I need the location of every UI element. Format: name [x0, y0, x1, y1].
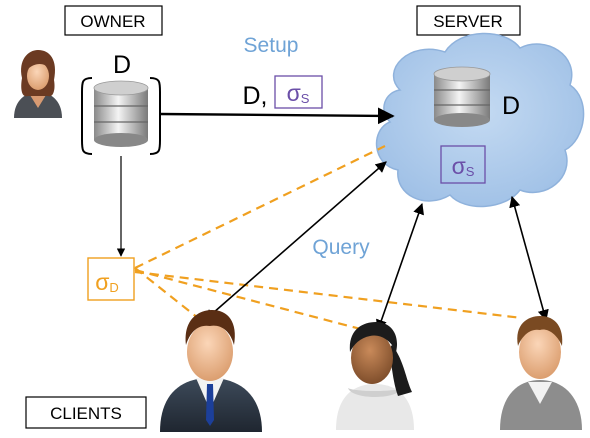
server-database: D: [433, 66, 520, 127]
server-db-label: D: [502, 92, 520, 120]
sigma-d-subscript: D: [109, 280, 118, 295]
server-label-box: SERVER: [416, 5, 521, 36]
client-avatar-man-suit: [160, 310, 262, 432]
clients-label-box: CLIENTS: [25, 396, 147, 429]
dashed-link-client-1: [134, 267, 199, 319]
clients-label: CLIENTS: [50, 404, 122, 423]
query-label: Query: [312, 236, 370, 259]
svg-text:σS: σS: [452, 153, 475, 179]
setup-arrow: [159, 107, 395, 125]
sigma-d-symbol: σ: [95, 269, 109, 295]
dashed-link-client-2: [134, 268, 373, 334]
transfer-d-label: D,: [243, 82, 268, 110]
query-arrow-client-1: [204, 161, 387, 321]
transfer-sigma-symbol: σ: [287, 80, 301, 106]
client-avatar-woman: [336, 322, 414, 430]
owner-db-label: D: [113, 51, 131, 79]
query-arrow-client-2: [376, 202, 424, 332]
owner-label: OWNER: [80, 12, 145, 31]
owner-label-box: OWNER: [64, 5, 163, 36]
query-arrow-client-3: [509, 195, 549, 322]
database-icon: [93, 80, 149, 147]
server-sigma-symbol: σ: [452, 153, 466, 179]
transfer-sigma-s-box: σS: [274, 75, 323, 109]
owner-database: D: [81, 51, 161, 155]
server-sigma-subscript: S: [466, 164, 475, 179]
server-label: SERVER: [433, 12, 503, 31]
dashed-link-client-3: [134, 270, 523, 320]
server-sigma-s-box: σS: [440, 145, 486, 184]
sigma-d-box: σD: [87, 257, 135, 301]
setup-label: Setup: [244, 34, 299, 57]
client-avatar-man-grey: [500, 316, 582, 430]
owner-avatar: [14, 50, 62, 118]
query-arrows: [204, 161, 549, 332]
transfer-sigma-subscript: S: [301, 91, 310, 106]
svg-text:σS: σS: [287, 80, 310, 106]
database-icon: [433, 66, 491, 127]
svg-text:σD: σD: [95, 269, 119, 295]
